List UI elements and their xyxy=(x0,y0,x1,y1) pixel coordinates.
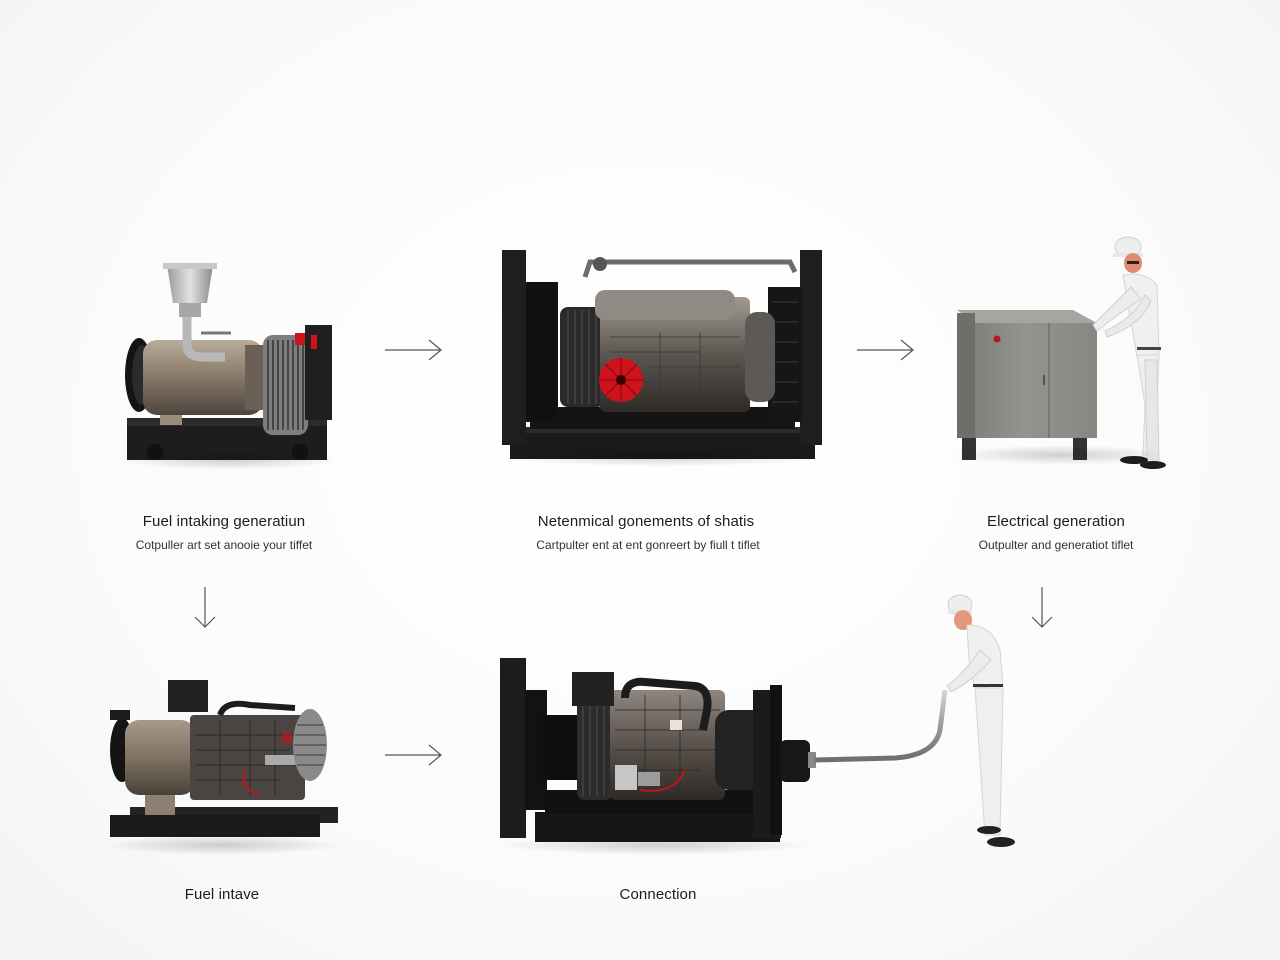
step-4-illustration xyxy=(100,675,345,855)
step-1-subtitle: Cotpuller art set anooie your tiffet xyxy=(135,538,313,552)
technician-figure xyxy=(1092,236,1166,469)
compact-generator-icon xyxy=(110,680,338,837)
technician-figure xyxy=(946,594,1015,847)
arrow-down-icon xyxy=(194,587,216,628)
step-5-illustration xyxy=(495,590,1055,855)
arrow-down-icon xyxy=(1031,587,1053,628)
generator-fuel-funnel-icon xyxy=(125,263,332,460)
step-2-title: Netenmical gonements of shatis xyxy=(537,513,755,530)
step-3-illustration xyxy=(945,235,1175,475)
arrow-right-icon xyxy=(857,339,914,361)
step-5-title: Connection xyxy=(619,886,697,903)
connection-generator-icon xyxy=(500,594,1015,847)
arrow-right-icon xyxy=(385,339,442,361)
step-1-title: Fuel intaking generatiun xyxy=(142,513,306,530)
step-4-title: Fuel intave xyxy=(184,886,260,903)
step-2-illustration xyxy=(500,242,825,467)
step-1-illustration xyxy=(115,255,345,470)
step-3-title: Electrical generation xyxy=(986,513,1126,530)
framed-engine-icon xyxy=(502,250,822,459)
step-3-subtitle: Outpulter and generatiot tiflet xyxy=(978,538,1134,552)
step-2-subtitle: Cartpulter ent at ent gonreert by fiull … xyxy=(536,538,760,552)
arrow-right-icon xyxy=(385,744,442,766)
electrical-cabinet-icon xyxy=(957,236,1166,469)
